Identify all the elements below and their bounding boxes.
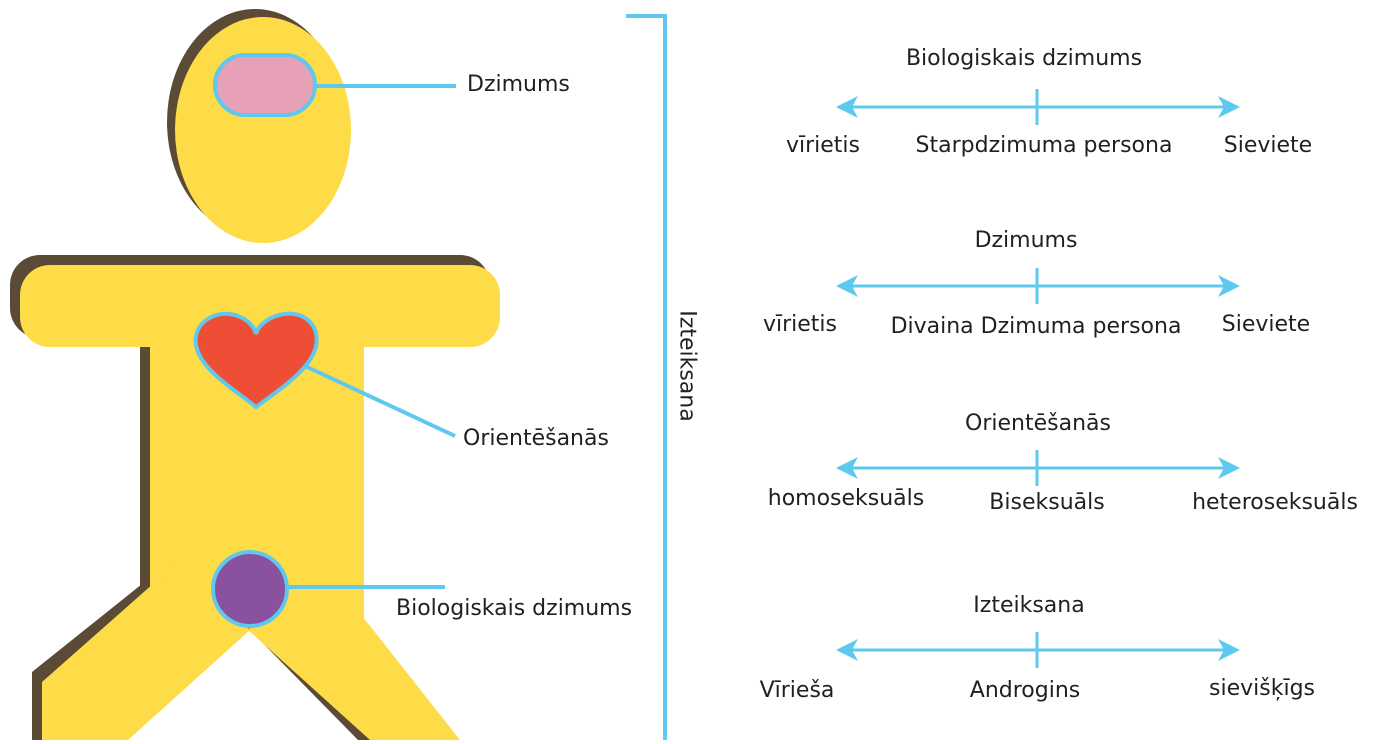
spectrum-middle-label: Divaina Dzimuma persona <box>890 314 1182 339</box>
spectrum-middle-label: Androgins <box>969 678 1081 703</box>
groin-icon <box>211 550 289 628</box>
label-biological-sex: Biologiskais dzimums <box>396 596 633 621</box>
spectrum-right-arrowhead <box>1218 639 1240 661</box>
heart-icon <box>193 311 319 410</box>
head <box>175 17 351 243</box>
label-sex: Dzimums <box>467 72 570 97</box>
spectrum-right-label: Sieviete <box>1221 312 1311 337</box>
spectrum-left-arrowhead <box>836 457 858 479</box>
spectrum-right-arrowhead <box>1218 457 1240 479</box>
spectrum-middle-label: Starpdzimuma persona <box>915 133 1173 158</box>
spectrum-left-label: vīrietis <box>762 312 838 337</box>
spectrum-left-label: homoseksuāls <box>767 486 925 511</box>
spectrum-middle-label: Biseksuāls <box>989 490 1105 515</box>
spectrum-title: Orientēšanās <box>965 411 1111 436</box>
expression-bracket <box>626 14 667 740</box>
spectrum-title: Biologiskais dzimums <box>905 46 1143 71</box>
label-expression-bracket: Izteiksana <box>674 310 700 422</box>
spectrum-left-label: vīrietis <box>785 133 861 158</box>
spectrum-right-label: heteroseksuāls <box>1192 490 1358 515</box>
orientation-pointer <box>304 364 456 438</box>
spectrum-left-arrowhead <box>836 275 858 297</box>
spectrum-left-arrowhead <box>836 639 858 661</box>
spectrum-left-arrowhead <box>836 96 858 118</box>
right-leg <box>248 560 460 740</box>
spectrum-arrows <box>836 89 1240 668</box>
label-orientation: Orientēšanās <box>463 426 609 451</box>
spectrum-right-label: sievišķīgs <box>1209 676 1315 701</box>
left-leg <box>42 560 250 740</box>
spectrum-right-arrowhead <box>1218 96 1240 118</box>
brain-icon <box>213 53 317 117</box>
spectrum-right-label: Sieviete <box>1223 133 1313 158</box>
spectrum-right-arrowhead <box>1218 275 1240 297</box>
spectrum-title: Dzimums <box>974 228 1078 253</box>
spectrum-title: Izteiksana <box>973 593 1085 618</box>
spectrum-left-label: Vīrieša <box>759 678 835 703</box>
